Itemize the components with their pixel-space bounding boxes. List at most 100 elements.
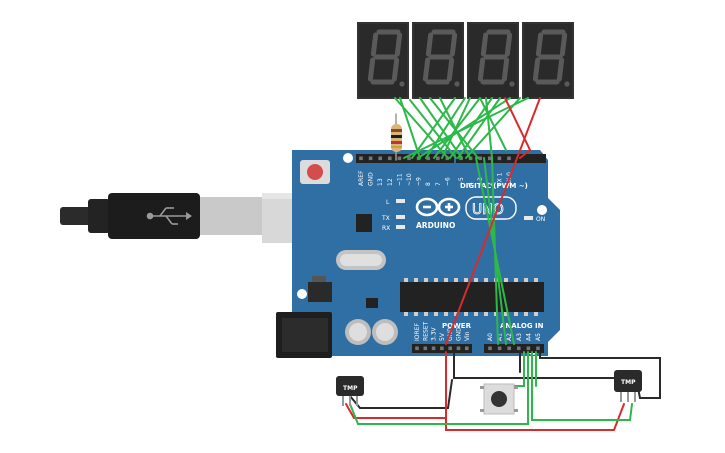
power-pin-socket[interactable]: [423, 346, 428, 351]
digital-pin-socket[interactable]: [436, 156, 440, 161]
digital-pin-label: GND: [368, 172, 375, 186]
digital-pin-label: ~5: [458, 177, 465, 186]
power-jack: [276, 312, 332, 358]
segment: [504, 32, 513, 57]
power-pin-label: RESET: [422, 321, 429, 341]
rx-led-label: RX: [382, 225, 390, 232]
power-pin-label: IOREF: [414, 323, 421, 341]
wires: [345, 97, 661, 431]
power-pin-label: 3.3V: [431, 326, 438, 341]
resistor[interactable]: [391, 124, 402, 152]
digital-pin-label: 7: [435, 182, 442, 186]
digital-pin-socket[interactable]: [368, 156, 373, 161]
analog-pin-socket[interactable]: [507, 346, 511, 351]
digital-pin-socket[interactable]: [388, 156, 392, 161]
digital-label: DIGITAL (PWM ~): [460, 182, 528, 190]
segment: [391, 57, 400, 82]
segment: [477, 57, 486, 82]
analog-pin-label: A5: [535, 333, 542, 341]
reset-button[interactable]: [300, 160, 330, 184]
digital-pin-socket[interactable]: [407, 156, 411, 161]
decimal-point: [509, 81, 515, 87]
small-chip: [366, 298, 378, 308]
power-pin-socket[interactable]: [448, 346, 452, 351]
power-pin-socket[interactable]: [431, 346, 436, 351]
temp-sensor-right[interactable]: TMP: [614, 370, 642, 402]
digital-pin-socket[interactable]: [488, 156, 492, 161]
on-led-label: ON: [536, 216, 545, 223]
temp-sensor-right-label: TMP: [621, 379, 636, 386]
digital-pin-label: 13: [377, 178, 384, 186]
capacitors: [345, 319, 398, 345]
analog-pin-socket[interactable]: [526, 346, 531, 351]
temp-sensor-left-label: TMP: [343, 385, 358, 392]
segment: [480, 32, 489, 57]
digital-pin-label: 8: [425, 182, 432, 186]
digital-pin-socket[interactable]: [497, 156, 502, 161]
power-pin-label: GND: [456, 327, 463, 341]
push-button[interactable]: [480, 383, 518, 415]
seven-segment-displays[interactable]: [357, 22, 574, 99]
decimal-point: [564, 81, 570, 87]
seven-segment-display[interactable]: [522, 22, 574, 99]
decimal-point: [454, 81, 460, 87]
digital-pin-label: TX 1: [496, 172, 503, 187]
l-led-label: L: [386, 199, 390, 206]
analog-pin-label: A3: [516, 333, 523, 341]
digital-pin-socket[interactable]: [378, 156, 382, 161]
status-leds: [396, 199, 533, 229]
analog-pin-socket[interactable]: [497, 346, 502, 351]
atmega-chip: [400, 278, 544, 316]
digital-pin-socket[interactable]: [426, 156, 430, 161]
digital-pin-socket[interactable]: [478, 156, 482, 161]
digital-pin-socket[interactable]: [507, 156, 511, 161]
decimal-point: [399, 81, 405, 87]
segment: [370, 32, 379, 57]
crystal-oscillator: [336, 250, 386, 270]
segment: [422, 57, 431, 82]
segment: [446, 57, 455, 82]
segment: [501, 57, 510, 82]
power-pin-label: 5V: [439, 332, 446, 341]
analog-pin-socket[interactable]: [536, 346, 540, 351]
digital-pin-label: ~10: [406, 173, 413, 186]
analog-pin-label: A1: [497, 333, 504, 341]
usb-chip: [356, 214, 372, 232]
segment: [425, 32, 434, 57]
power-pin-socket[interactable]: [415, 346, 419, 351]
seven-segment-display[interactable]: [357, 22, 409, 99]
analog-pin-label: A4: [525, 333, 532, 341]
analog-pin-socket[interactable]: [517, 346, 521, 351]
analog-label: ANALOG IN: [500, 322, 544, 330]
power-pin-socket[interactable]: [456, 346, 461, 351]
segment: [367, 57, 376, 82]
seven-segment-display[interactable]: [467, 22, 519, 99]
tx-led-label: TX: [381, 215, 390, 222]
power-pin-label: Vin: [464, 331, 471, 341]
usb-symbol-icon: [146, 207, 192, 225]
analog-pin-label: A2: [506, 333, 513, 341]
seven-segment-display[interactable]: [412, 22, 464, 99]
digital-pin-label: ~9: [416, 177, 423, 186]
analog-header[interactable]: [484, 344, 544, 353]
power-label: POWER: [442, 322, 472, 330]
segment: [559, 32, 568, 57]
power-pin-socket[interactable]: [440, 346, 444, 351]
power-pin-socket[interactable]: [465, 346, 469, 351]
analog-pin-label: A0: [487, 333, 494, 341]
infinity-logo-icon: [415, 197, 461, 217]
digital-pin-socket[interactable]: [397, 156, 402, 161]
display-wires-green: [394, 97, 529, 345]
digital-pin-socket[interactable]: [359, 156, 363, 161]
brand-label: ARDUINO: [416, 221, 455, 230]
segment: [449, 32, 458, 57]
digital-pin-label: AREF: [358, 170, 365, 186]
segment: [394, 32, 403, 57]
analog-pin-socket[interactable]: [488, 346, 492, 351]
temp-sensor-left[interactable]: TMP: [336, 376, 364, 406]
digital-pin-label: 4: [468, 182, 475, 186]
